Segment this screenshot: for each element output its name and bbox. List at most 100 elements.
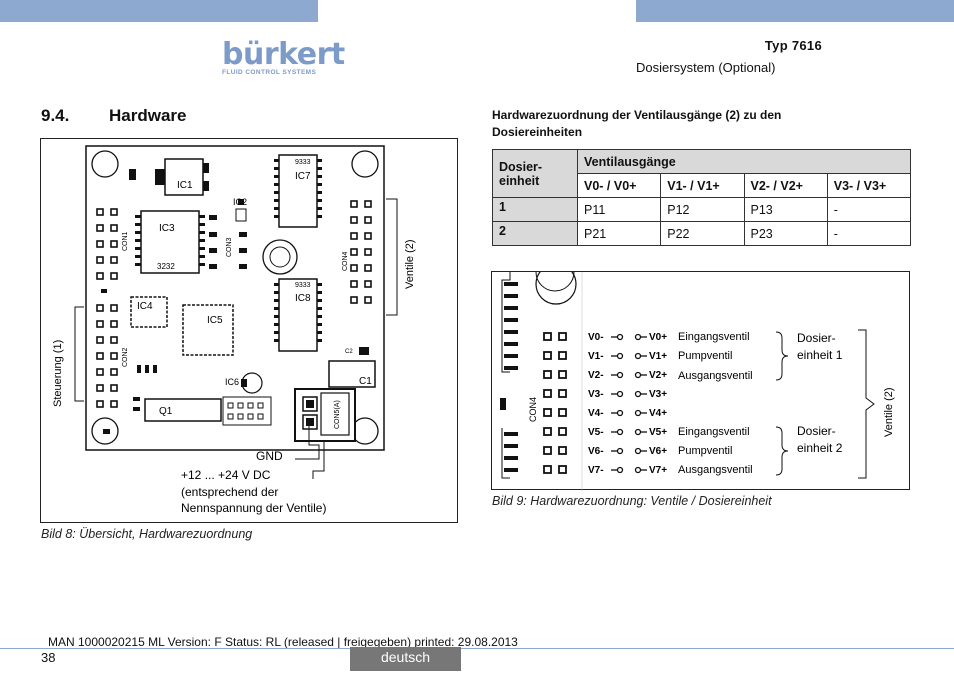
- svg-text:Pumpventil: Pumpventil: [678, 445, 732, 457]
- svg-text:V7-: V7-: [588, 465, 604, 476]
- table-cell: P13: [743, 197, 828, 222]
- section-title: Hardware: [109, 106, 187, 125]
- con5-label: CON5(A): [334, 400, 341, 429]
- header-bar-left: [0, 0, 318, 22]
- table-subheader: V0- / V0+: [576, 173, 662, 198]
- table-subheader: V1- / V1+: [660, 173, 745, 198]
- board-overview-figure: IC1 IC2 IC3 3232 CON3 9333 IC7 9333 IC8 …: [40, 138, 458, 523]
- con4-pads: [350, 200, 372, 304]
- c1-label: C1: [359, 376, 372, 387]
- table-cell-unit: 1: [492, 197, 578, 222]
- language-tab: deutsch: [350, 647, 461, 671]
- svg-text:Ausgangsventil: Ausgangsventil: [678, 370, 753, 382]
- ic5-label: IC5: [207, 315, 223, 326]
- svg-text:V3+: V3+: [649, 389, 667, 400]
- unit1-label-line2: einheit 1: [797, 348, 843, 362]
- unit1-label-line1: Dosier-: [797, 331, 836, 345]
- con3-label: CON3: [226, 237, 233, 257]
- con4-label: CON4: [342, 251, 349, 271]
- table-cell: P23: [743, 221, 828, 246]
- jumper-header: [222, 396, 272, 426]
- header-bar-right: [636, 0, 954, 22]
- ic8-part: 9333: [295, 282, 311, 289]
- con2-label: CON2: [122, 347, 129, 367]
- svg-text:V6-: V6-: [588, 446, 604, 457]
- table-cell-unit: 2: [492, 221, 578, 246]
- con4-pad-array: [543, 332, 567, 474]
- ic2-label: IC2: [233, 197, 247, 207]
- ventile-label: Ventile (2): [883, 387, 895, 437]
- ic6-label: IC6: [225, 377, 239, 387]
- svg-text:Pumpventil: Pumpventil: [678, 350, 732, 362]
- supply-label-1: +12 ... +24 V DC: [181, 468, 271, 482]
- product-type: Typ 7616: [764, 38, 822, 53]
- svg-text:V5-: V5-: [588, 427, 604, 438]
- table-subheader: V3- / V3+: [826, 173, 912, 198]
- table-cell: P12: [660, 197, 745, 222]
- svg-text:V1+: V1+: [649, 351, 667, 362]
- supply-label-2: (entsprechend der: [181, 485, 278, 499]
- svg-text:V0+: V0+: [649, 332, 667, 343]
- supply-label-3: Nennspannung der Ventile): [181, 501, 326, 515]
- q1-label: Q1: [159, 406, 173, 417]
- mounting-hole: [351, 150, 379, 178]
- c2-label: C2: [345, 349, 353, 355]
- ic7-chip: [278, 154, 318, 228]
- con1-pads: [96, 208, 118, 280]
- con2-pads: [96, 304, 118, 408]
- figure8-caption: Bild 8: Übersicht, Hardwarezuordnung: [41, 527, 253, 541]
- product-subtitle: Dosiersystem (Optional): [636, 60, 776, 75]
- svg-text:V5+: V5+: [649, 427, 667, 438]
- page-number: 38: [41, 650, 56, 665]
- table-row: 1 P11 P12 P13 -: [492, 197, 912, 222]
- mounting-hole: [91, 150, 119, 178]
- ic4-chip: [130, 296, 168, 328]
- svg-text:V6+: V6+: [649, 446, 667, 457]
- section-number: 9.4.: [41, 106, 70, 125]
- svg-text:Eingangsventil: Eingangsventil: [678, 331, 750, 343]
- ic5-chip: [182, 304, 234, 356]
- table-header-unit: Dosier- einheit: [492, 149, 578, 198]
- table-cell: -: [826, 221, 912, 246]
- svg-text:V3-: V3-: [588, 389, 604, 400]
- ic8-label: IC8: [295, 293, 311, 304]
- ic4-label: IC4: [137, 301, 153, 312]
- pcb-outline: [85, 145, 385, 451]
- ic3-label: IC3: [159, 223, 175, 234]
- svg-text:V0-: V0-: [588, 332, 604, 343]
- table-subheader: V2- / V2+: [743, 173, 828, 198]
- ventile-label: Ventile (2): [404, 239, 416, 289]
- ic7-label: IC7: [295, 171, 311, 182]
- table-cell: -: [826, 197, 912, 222]
- ic1-label: IC1: [177, 180, 193, 191]
- valve-assignment-table: Dosier- einheit Ventilausgänge V0- / V0+…: [492, 149, 912, 246]
- valve-assignment-figure: CON4 V0-V1- V2-V3- V4-V5- V6-V7- V0+V1+ …: [491, 263, 910, 491]
- ic3-part: 3232: [157, 262, 175, 271]
- figure9-caption: Bild 9: Hardwarezuordnung: Ventile / Dos…: [492, 494, 772, 508]
- footer-divider: [0, 648, 954, 649]
- terminal-labels: V0-V1- V2-V3- V4-V5- V6-V7- V0+V1+ V2+V3…: [588, 332, 667, 476]
- document-metadata: MAN 1000020215 ML Version: F Status: RL …: [48, 635, 518, 649]
- svg-text:Ausgangsventil: Ausgangsventil: [678, 464, 753, 476]
- valve-drawing: CON4 V0-V1- V2-V3- V4-V5- V6-V7- V0+V1+ …: [500, 263, 895, 491]
- q1-crystal: [144, 398, 222, 422]
- brand-logo-subtitle: FLUID CONTROL SYSTEMS: [222, 69, 317, 76]
- svg-text:V2+: V2+: [649, 370, 667, 381]
- table-cell: P11: [576, 197, 662, 222]
- unit2-label-line1: Dosier-: [797, 424, 836, 438]
- brand-logo: bürkert: [222, 37, 345, 72]
- con1-label: CON1: [122, 231, 129, 251]
- gnd-label: GND: [256, 449, 283, 463]
- svg-text:V7+: V7+: [649, 465, 667, 476]
- table-header-outputs: Ventilausgänge: [577, 149, 911, 174]
- svg-text:V4+: V4+: [649, 408, 667, 419]
- svg-text:V4-: V4-: [588, 408, 604, 419]
- steuerung-label: Steuerung (1): [52, 340, 64, 407]
- con4-label: CON4: [528, 397, 538, 422]
- ic1-tab: [155, 169, 165, 185]
- table-row: 2 P21 P22 P23 -: [492, 221, 912, 246]
- board-drawing: IC1 IC2 IC3 3232 CON3 9333 IC7 9333 IC8 …: [52, 145, 416, 515]
- svg-text:Eingangsventil: Eingangsventil: [678, 426, 750, 438]
- component-ring: [269, 246, 291, 268]
- c1-capacitor: [328, 360, 376, 388]
